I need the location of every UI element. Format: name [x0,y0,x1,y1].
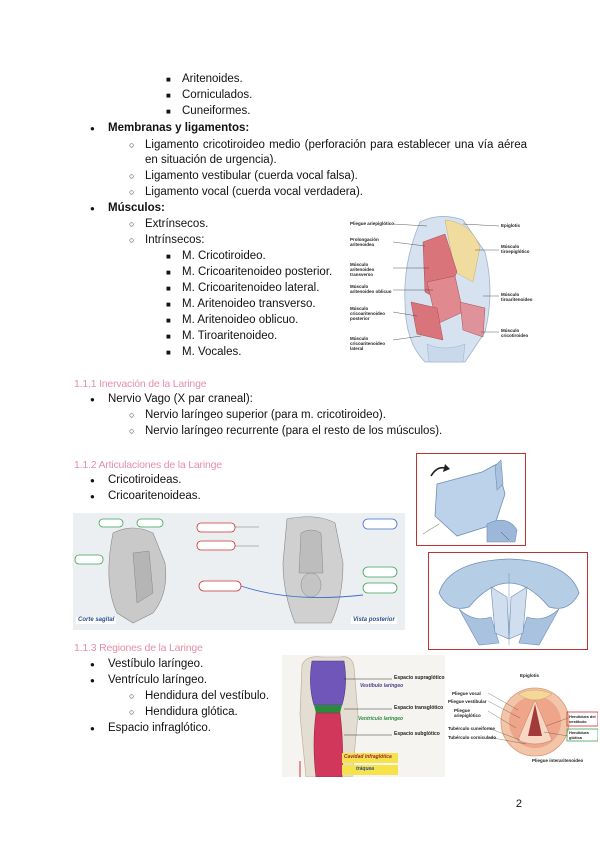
label: Pliegue ariepiglótico [454,708,481,718]
figure-cricothyroid-joint [416,453,526,546]
label: Espacio transglótico [394,705,444,711]
list-item: Nervio laríngeo recurrente (para el rest… [129,424,442,439]
section-title-musculos: Músculos: [90,201,165,216]
label: Músculo tiroaritenoideo [501,292,533,302]
label: Espacio supraglótico [394,675,445,681]
label: Pliegue interaritenoideo [532,758,584,763]
label: Músculo aritenoideo transverso [350,262,375,277]
caption-right: Vista posterior [351,617,397,624]
list-item: Intrínsecos: [129,233,205,248]
list-item: Vestíbulo laríngeo. [90,657,203,672]
label: Músculo aritenoideo oblicuo [350,284,392,294]
list-item: M. Vocales. [166,345,242,360]
list-item: Ligamento vocal (cuerda vocal verdadera)… [129,185,363,200]
list-item: Corniculados. [166,88,252,103]
label: Músculo cricoaritenoideo posterior [350,306,386,321]
list-item: M. Cricoaritenoideo lateral. [166,281,319,296]
label: Epiglotis [520,673,539,678]
list-item: Ligamento cricotiroideo medio (perforaci… [129,138,527,168]
list-item: M. Cricotiroideo. [166,249,266,264]
section-heading-articulaciones: 1.1.2 Articulaciones de la Laringe [74,459,222,471]
label: Pliegue ariepiglótico [350,221,395,226]
sagittal-posterior-illustration [73,513,405,630]
list-item: M. Cricoaritenoideo posterior. [166,265,332,280]
label: Músculo cricoaritenoideo lateral [350,336,386,351]
section-heading-inervacion: 1.1.1 Inervación de la Laringe [74,378,207,390]
glottis-illustration [487,687,598,757]
label: Tubérculo cuneiforme [448,726,495,731]
cricothyroid-illustration [422,459,518,543]
list-item: Hendidura glótica. [129,705,238,720]
list-item: M. Tiroaritenoideo. [166,329,277,344]
list-item: Aritenoides. [166,72,243,87]
label: Hendidura glótica [569,730,589,740]
list-item: Ventrículo laríngeo. [90,673,207,688]
list-item: Cricoaritenoideas. [90,489,201,504]
caption-left: Corte sagital [76,617,117,624]
larynx-regions-illustration [282,655,445,777]
label: Cavidad infraglótica [344,754,392,760]
section-heading-regiones: 1.1.3 Regiones de la Laringe [74,642,203,654]
label: Tubérculo corniculado [448,735,497,740]
figure-cricoarytenoid-joint [428,552,588,650]
page-number: 2 [515,798,522,810]
label: Espacio subglótico [394,731,440,737]
label: Pliegue vocal [452,691,481,696]
figure-larynx-regions: Espacio supraglótico Vestíbulo laríngeo … [282,655,445,777]
list-item: Nervio laríngeo superior (para m. cricot… [129,408,386,423]
list-item: Extrínsecos. [129,217,208,232]
label: Pliegue vestibular [448,699,487,704]
list-item: Ligamento vestibular (cuerda vocal falsa… [129,169,358,184]
list-item: Nervio Vago (X par craneal): [90,392,253,407]
section-title-membranas: Membranas y ligamentos: [90,121,249,136]
figure-glottis: Epiglotis Pliegue vocal Pliegue vestibul… [448,670,598,770]
list-item: M. Aritenoideo transverso. [166,297,316,312]
figure-laryngeal-muscles: Pliegue ariepiglótico Prolongación arite… [345,212,535,370]
label: Epiglotis [501,223,520,228]
list-item: Cuneiformes. [166,104,250,119]
larynx-muscles-illustration [392,216,500,363]
list-item: Espacio infraglótico. [90,721,211,736]
label: Hendidura del vestíbulo [569,714,596,724]
label: Ventrículo laríngeo [358,716,404,722]
list-item: Hendidura del vestíbulo. [129,689,269,704]
label: Prolongación aritenoidea [350,237,379,247]
list-item: M. Aritenoideo oblicuo. [166,313,298,328]
list-item: Cricotiroideas. [90,473,181,488]
label: Vestíbulo laríngeo [360,683,404,689]
cricoarytenoid-illustration [438,558,580,646]
label: Músculo cricotiroideo [501,328,529,338]
label: tráquea [356,766,375,772]
label: Músculo tiroepiglótico [501,244,530,254]
figure-sagittal-posterior: Corte sagital Vista posterior [73,513,405,630]
